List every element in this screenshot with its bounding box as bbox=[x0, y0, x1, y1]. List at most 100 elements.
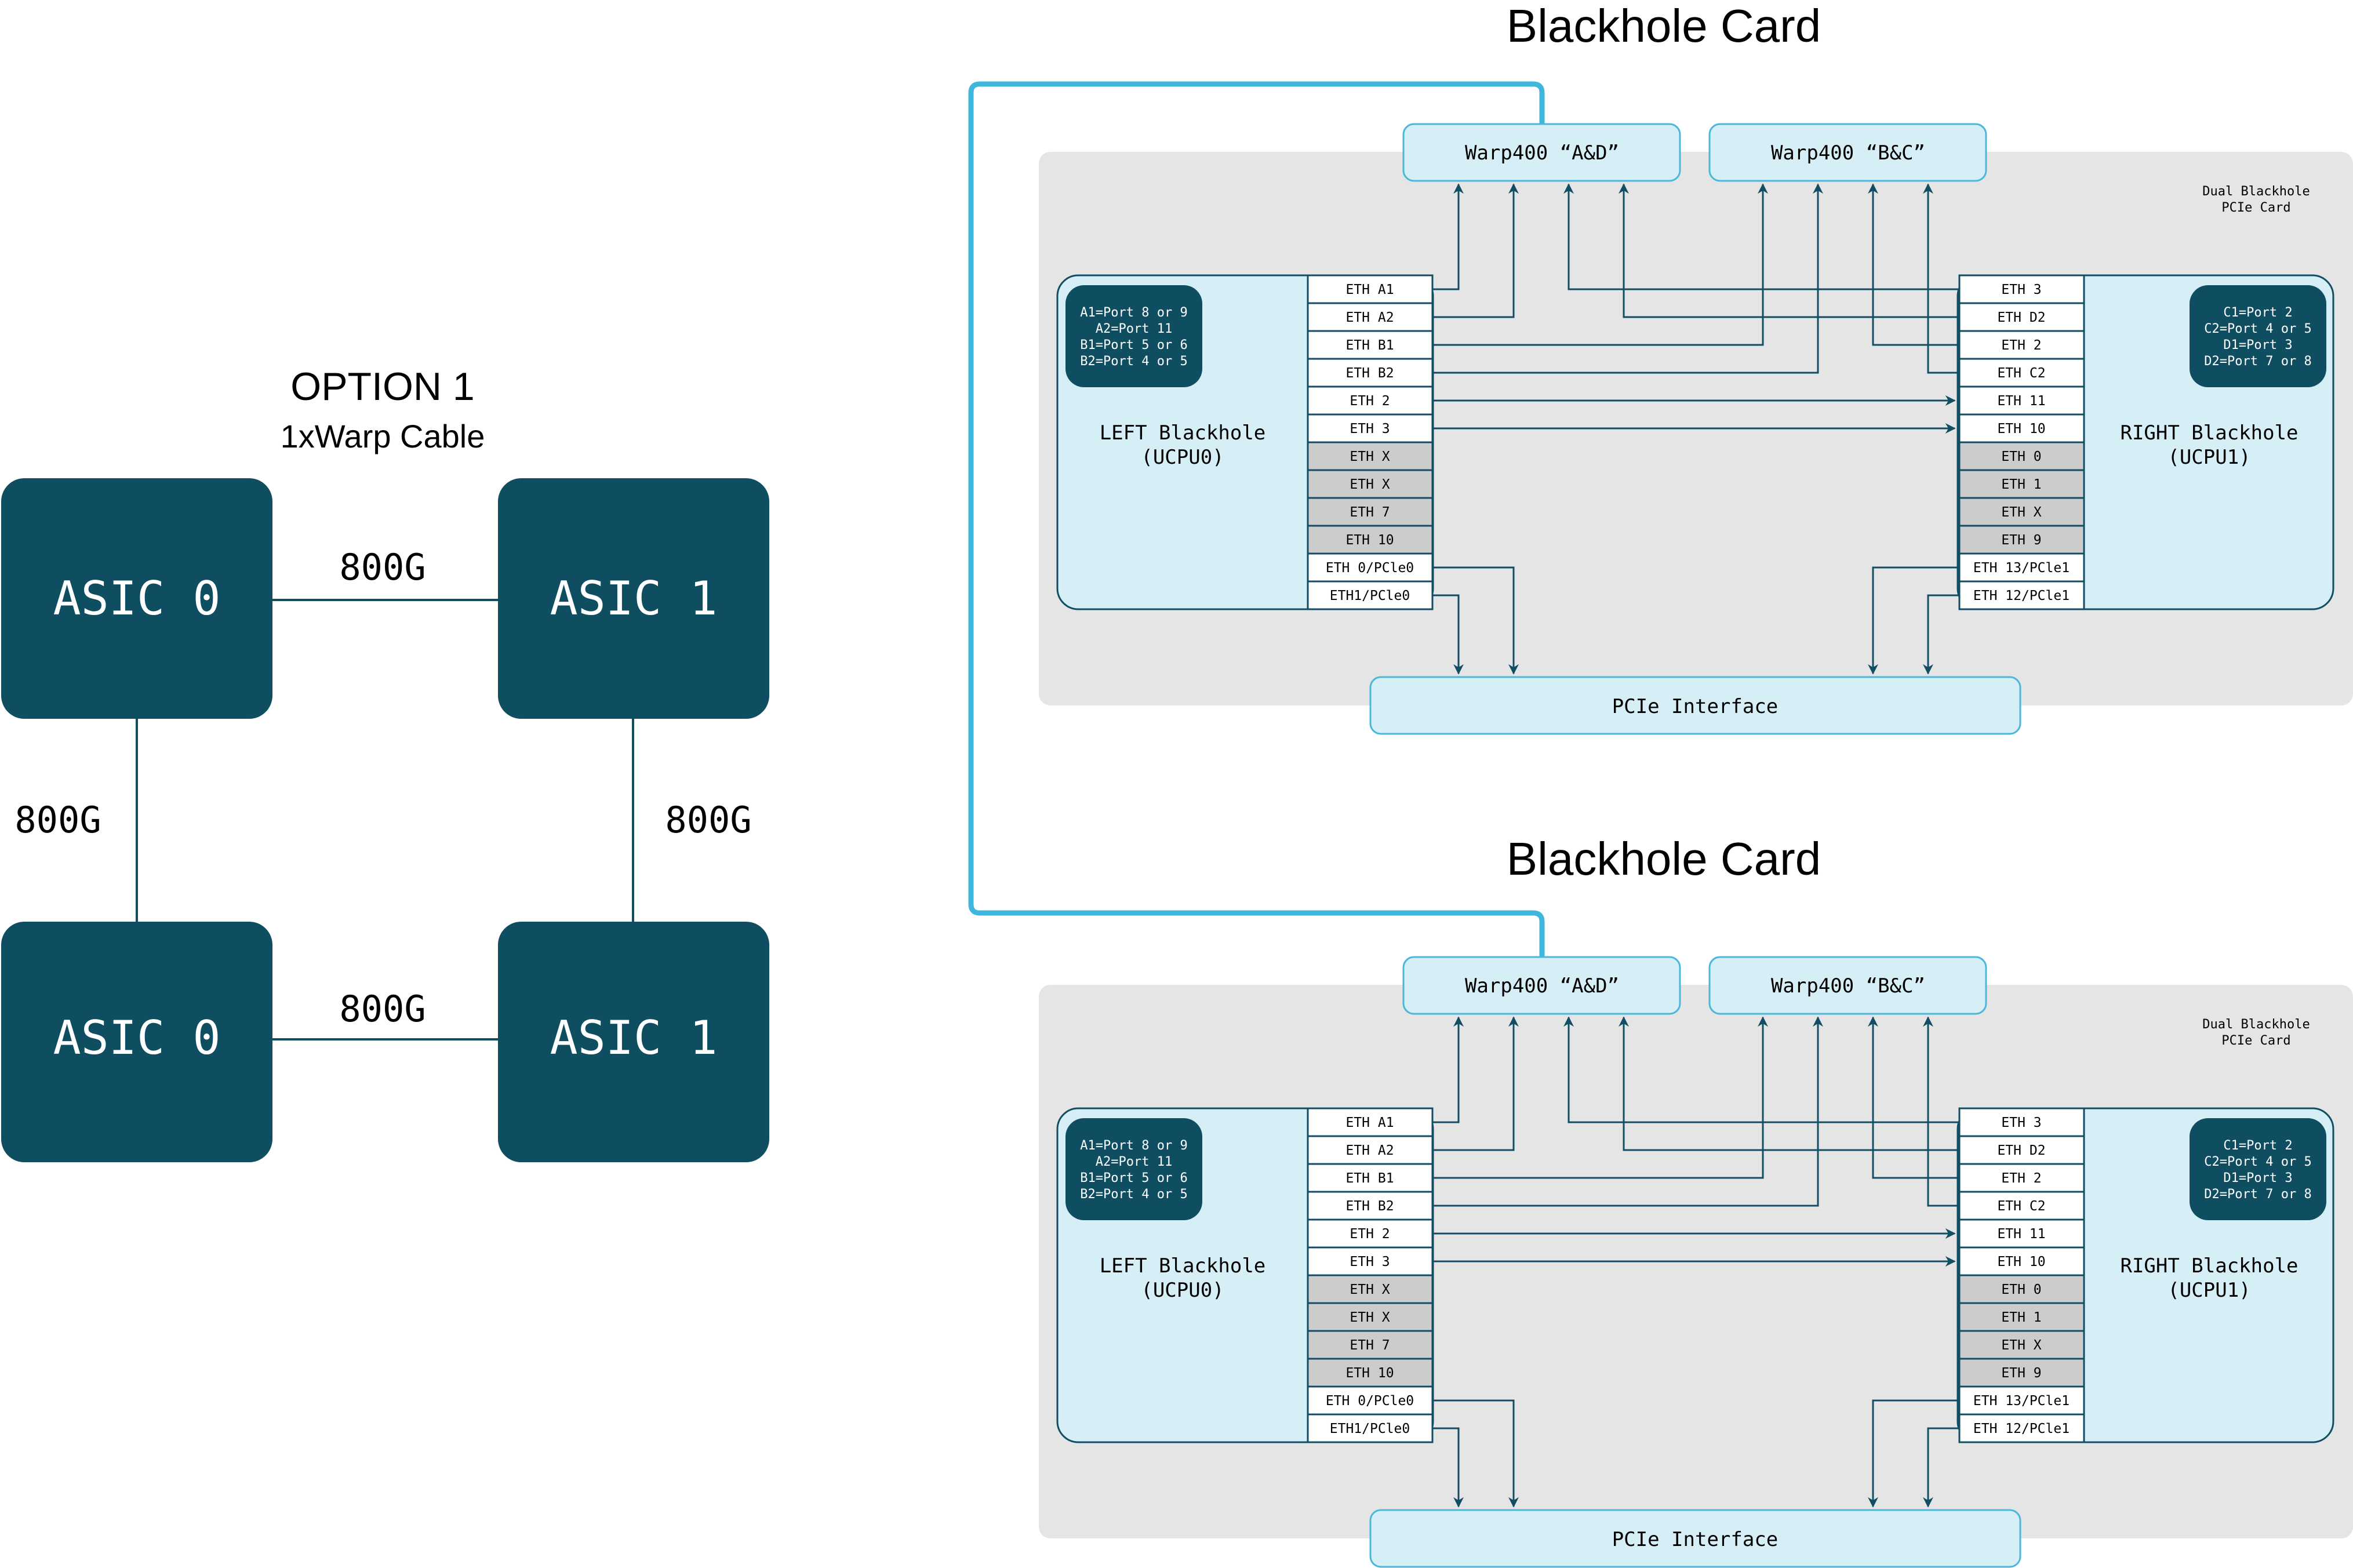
eth-port[interactable]: ETH 0 bbox=[1958, 1274, 2085, 1304]
asic-node[interactable]: ASIC 1 bbox=[498, 478, 769, 719]
eth-port[interactable]: ETH X bbox=[1307, 469, 1434, 499]
eth-port[interactable]: ETH 10 bbox=[1958, 1246, 2085, 1276]
connection-line bbox=[1432, 1016, 1519, 1151]
eth-port[interactable]: ETH 11 bbox=[1958, 385, 2085, 416]
card-label-line1: Dual Blackhole bbox=[2202, 184, 2310, 199]
pcie-interface[interactable]: PCIe Interface bbox=[1369, 1509, 2021, 1568]
pcie-interface-label: PCIe Interface bbox=[1612, 695, 1779, 718]
eth-port[interactable]: ETH 9 bbox=[1958, 1358, 2085, 1388]
eth-port-label: ETH 1 bbox=[2001, 477, 2041, 492]
pcie-interface[interactable]: PCIe Interface bbox=[1369, 676, 2021, 735]
eth-port[interactable]: ETH1/PCle0 bbox=[1307, 1413, 1434, 1443]
connection-line bbox=[1432, 183, 1768, 346]
eth-port-label: ETH 0 bbox=[2001, 1282, 2041, 1297]
eth-port-label: ETH X bbox=[1350, 477, 1390, 492]
eth-port[interactable]: ETH 9 bbox=[1958, 525, 2085, 555]
right-port-map-note: C1=Port 2C2=Port 4 or 5D1=Port 3D2=Port … bbox=[2190, 1118, 2326, 1220]
option-section: OPTION 1 1xWarp Cable 800G 800G 800G 800… bbox=[1, 365, 769, 1162]
eth-port[interactable]: ETH 10 bbox=[1307, 1358, 1434, 1388]
eth-port[interactable]: ETH X bbox=[1307, 441, 1434, 471]
eth-port-label: ETH A1 bbox=[1345, 1115, 1394, 1130]
eth-port[interactable]: ETH 7 bbox=[1307, 1330, 1434, 1360]
eth-port-label: ETH 13/PCle1 bbox=[1973, 561, 2070, 576]
warp400-ad-module[interactable]: Warp400 “A&D” bbox=[1402, 956, 1681, 1015]
eth-port-label: ETH 12/PCle1 bbox=[1973, 588, 2070, 603]
eth-port-label: ETH 10 bbox=[1997, 421, 2045, 436]
eth-port[interactable]: ETH1/PCle0 bbox=[1307, 580, 1434, 610]
eth-port[interactable]: ETH 3 bbox=[1958, 1107, 2085, 1137]
eth-port[interactable]: ETH B1 bbox=[1307, 1163, 1434, 1193]
eth-port[interactable]: ETH 0/PCle0 bbox=[1307, 552, 1434, 583]
eth-port[interactable]: ETH B2 bbox=[1307, 358, 1434, 388]
option-subtitle: 1xWarp Cable bbox=[281, 418, 485, 454]
eth-port-label: ETH B2 bbox=[1345, 1199, 1394, 1214]
asic-label: ASIC 1 bbox=[550, 572, 718, 625]
eth-port[interactable]: ETH 2 bbox=[1958, 330, 2085, 360]
eth-port[interactable]: ETH A1 bbox=[1307, 274, 1434, 304]
note-line: D2=Port 7 or 8 bbox=[2204, 354, 2311, 369]
right-port-map-note: C1=Port 2C2=Port 4 or 5D1=Port 3D2=Port … bbox=[2190, 285, 2326, 387]
note-line: C1=Port 2 bbox=[2223, 305, 2292, 320]
card-title: Blackhole Card bbox=[1507, 0, 1821, 52]
eth-port[interactable]: ETH B1 bbox=[1307, 330, 1434, 360]
eth-port[interactable]: ETH 0/PCle0 bbox=[1307, 1385, 1434, 1416]
eth-port[interactable]: ETH 2 bbox=[1307, 1218, 1434, 1249]
eth-port-label: ETH 10 bbox=[1997, 1254, 2045, 1269]
eth-port[interactable]: ETH X bbox=[1958, 497, 2085, 527]
eth-port[interactable]: ETH 12/PCle1 bbox=[1958, 1413, 2085, 1443]
eth-port[interactable]: ETH 11 bbox=[1958, 1218, 2085, 1249]
eth-port[interactable]: ETH 1 bbox=[1958, 1302, 2085, 1332]
right-blackhole-chip: C1=Port 2C2=Port 4 or 5D1=Port 3D2=Port … bbox=[1956, 274, 2334, 610]
eth-port[interactable]: ETH A2 bbox=[1307, 302, 1434, 332]
asic-node[interactable]: ASIC 0 bbox=[1, 478, 272, 719]
eth-port[interactable]: ETH 3 bbox=[1307, 1246, 1434, 1276]
warp400-bc-module[interactable]: Warp400 “B&C” bbox=[1708, 123, 1987, 182]
eth-port[interactable]: ETH C2 bbox=[1958, 1191, 2085, 1221]
connection-line bbox=[1563, 183, 1959, 290]
eth-port[interactable]: ETH A1 bbox=[1307, 1107, 1434, 1137]
eth-port[interactable]: ETH 10 bbox=[1307, 525, 1434, 555]
connection-line bbox=[1868, 1016, 1959, 1179]
eth-port[interactable]: ETH X bbox=[1958, 1330, 2085, 1360]
eth-port[interactable]: ETH C2 bbox=[1958, 358, 2085, 388]
connection-line bbox=[1432, 566, 1519, 675]
eth-port[interactable]: ETH 3 bbox=[1307, 413, 1434, 443]
eth-port-label: ETH X bbox=[1350, 1310, 1390, 1325]
eth-port[interactable]: ETH X bbox=[1307, 1302, 1434, 1332]
eth-port[interactable]: ETH 12/PCle1 bbox=[1958, 580, 2085, 610]
eth-port[interactable]: ETH B2 bbox=[1307, 1191, 1434, 1221]
asic-node[interactable]: ASIC 1 bbox=[498, 922, 769, 1162]
eth-port[interactable]: ETH 1 bbox=[1958, 469, 2085, 499]
eth-port[interactable]: ETH 13/PCle1 bbox=[1958, 1385, 2085, 1416]
warp400-ad-label: Warp400 “A&D” bbox=[1465, 974, 1619, 998]
eth-port[interactable]: ETH 0 bbox=[1958, 441, 2085, 471]
card-title: Blackhole Card bbox=[1507, 833, 1821, 885]
eth-port-label: ETH1/PCle0 bbox=[1330, 1421, 1410, 1436]
eth-port-label: ETH 7 bbox=[1350, 1338, 1390, 1353]
connection-line bbox=[1923, 183, 1959, 374]
eth-port[interactable]: ETH X bbox=[1307, 1274, 1434, 1304]
warp400-ad-module[interactable]: Warp400 “A&D” bbox=[1402, 123, 1681, 182]
eth-port[interactable]: ETH 13/PCle1 bbox=[1958, 552, 2085, 583]
eth-port[interactable]: ETH 2 bbox=[1958, 1163, 2085, 1193]
asic-node[interactable]: ASIC 0 bbox=[1, 922, 272, 1162]
eth-port[interactable]: ETH D2 bbox=[1958, 1135, 2085, 1165]
eth-port[interactable]: ETH 3 bbox=[1958, 274, 2085, 304]
right-chip-id: (UCPU1) bbox=[2167, 446, 2250, 469]
note-line: A2=Port 11 bbox=[1096, 322, 1172, 336]
eth-port-label: ETH 2 bbox=[1350, 1227, 1390, 1242]
eth-port[interactable]: ETH 10 bbox=[1958, 413, 2085, 443]
warp400-bc-module[interactable]: Warp400 “B&C” bbox=[1708, 956, 1987, 1015]
eth-port-label: ETH D2 bbox=[1997, 310, 2045, 325]
eth-port-label: ETH 11 bbox=[1997, 394, 2045, 409]
eth-port[interactable]: ETH 2 bbox=[1307, 385, 1434, 416]
eth-port-label: ETH A2 bbox=[1345, 310, 1394, 325]
eth-port[interactable]: ETH D2 bbox=[1958, 302, 2085, 332]
eth-port[interactable]: ETH A2 bbox=[1307, 1135, 1434, 1165]
eth-port[interactable]: ETH 7 bbox=[1307, 497, 1434, 527]
eth-port-label: ETH 9 bbox=[2001, 533, 2041, 548]
